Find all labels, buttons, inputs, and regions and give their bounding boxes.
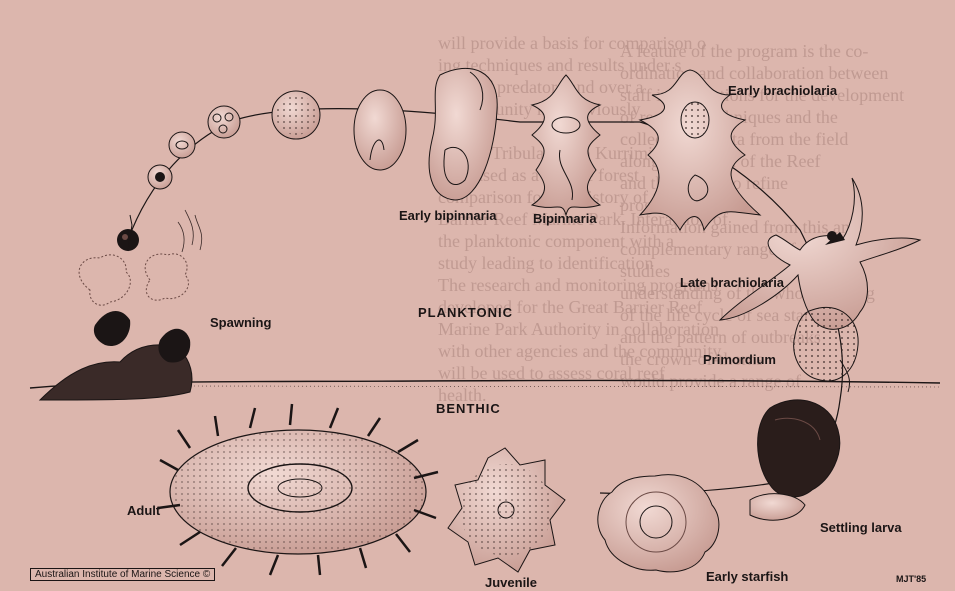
label-bipinnaria: Bipinnaria <box>533 211 597 226</box>
label-early-bipinnaria: Early bipinnaria <box>399 208 497 223</box>
credit-line: Australian Institute of Marine Science © <box>30 568 215 581</box>
primordium-icon <box>794 307 858 392</box>
early-starfish-icon <box>598 475 719 572</box>
gastrula-icon <box>354 90 406 170</box>
late-brachiolaria-icon <box>720 178 920 329</box>
label-primordium: Primordium <box>703 352 776 367</box>
early-bipinnaria-icon <box>429 68 497 200</box>
two-cell-icon <box>148 165 172 189</box>
zone-benthic: BENTHIC <box>436 401 501 416</box>
juvenile-icon <box>448 448 565 572</box>
morula-icon <box>272 91 320 139</box>
label-adult: Adult <box>127 503 160 518</box>
zone-planktonic: PLANKTONIC <box>418 305 513 320</box>
adult-starfish-icon <box>158 404 438 575</box>
label-early-brachiolaria: Early brachiolaria <box>728 83 837 98</box>
four-cell-icon <box>169 132 195 158</box>
spawning-starfish-icon <box>40 254 192 400</box>
settling-larva-icon <box>750 400 840 520</box>
label-spawning: Spawning <box>210 315 271 330</box>
eight-cell-icon <box>208 106 240 138</box>
label-early-starfish: Early starfish <box>706 569 788 584</box>
artist-signature: MJT'85 <box>896 574 926 584</box>
label-settling-larva: Settling larva <box>820 520 902 535</box>
label-juvenile: Juvenile <box>485 575 537 590</box>
bipinnaria-icon <box>532 75 600 215</box>
sperm-icon <box>178 210 202 252</box>
label-late-brachiolaria: Late brachiolaria <box>680 275 784 290</box>
